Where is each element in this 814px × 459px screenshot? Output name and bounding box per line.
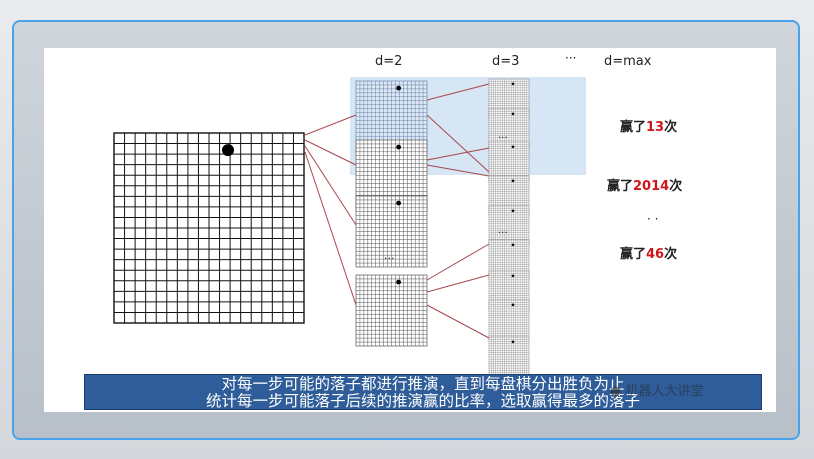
d2-board-3 — [355, 195, 428, 268]
caption-box: 对每一步可能的落子都进行推演，直到每盘棋分出胜负为止 统计每一步可能落子后续的推… — [84, 374, 762, 410]
wechat-icon: ● — [610, 384, 622, 399]
d2-board-4 — [355, 274, 428, 347]
results-ellipsis: · · — [647, 212, 658, 226]
caption-line-1: 对每一步可能的落子都进行推演，直到每盘棋分出胜负为止 — [221, 376, 625, 393]
d3-board-8 — [488, 299, 530, 341]
label-dmax: d=max — [604, 54, 652, 69]
result-row-2: 赢了2014次 — [607, 178, 682, 194]
label-d2: d=2 — [375, 54, 402, 69]
d3-board-9 — [488, 336, 530, 378]
watermark-logo: ● 机器人大讲堂 — [610, 384, 704, 399]
label-column-ellipsis: ··· — [565, 51, 576, 65]
main-board — [113, 132, 305, 324]
d3-board-3 — [488, 141, 530, 183]
d3-ellipsis-1: ··· — [498, 133, 508, 144]
result-row-3: 赢了46次 — [620, 246, 677, 262]
branch-lines — [304, 83, 490, 339]
d3-board-5 — [488, 205, 530, 247]
go-boards — [113, 78, 530, 378]
d3-ellipsis-2: ··· — [498, 228, 508, 239]
label-d3: d=3 — [492, 54, 519, 69]
result-row-1: 赢了13次 — [620, 119, 677, 135]
caption-line-2: 统计每一步可能落子后续的推演赢的比率，选取赢得最多的落子 — [205, 393, 640, 410]
d2-ellipsis: ··· — [384, 252, 395, 265]
